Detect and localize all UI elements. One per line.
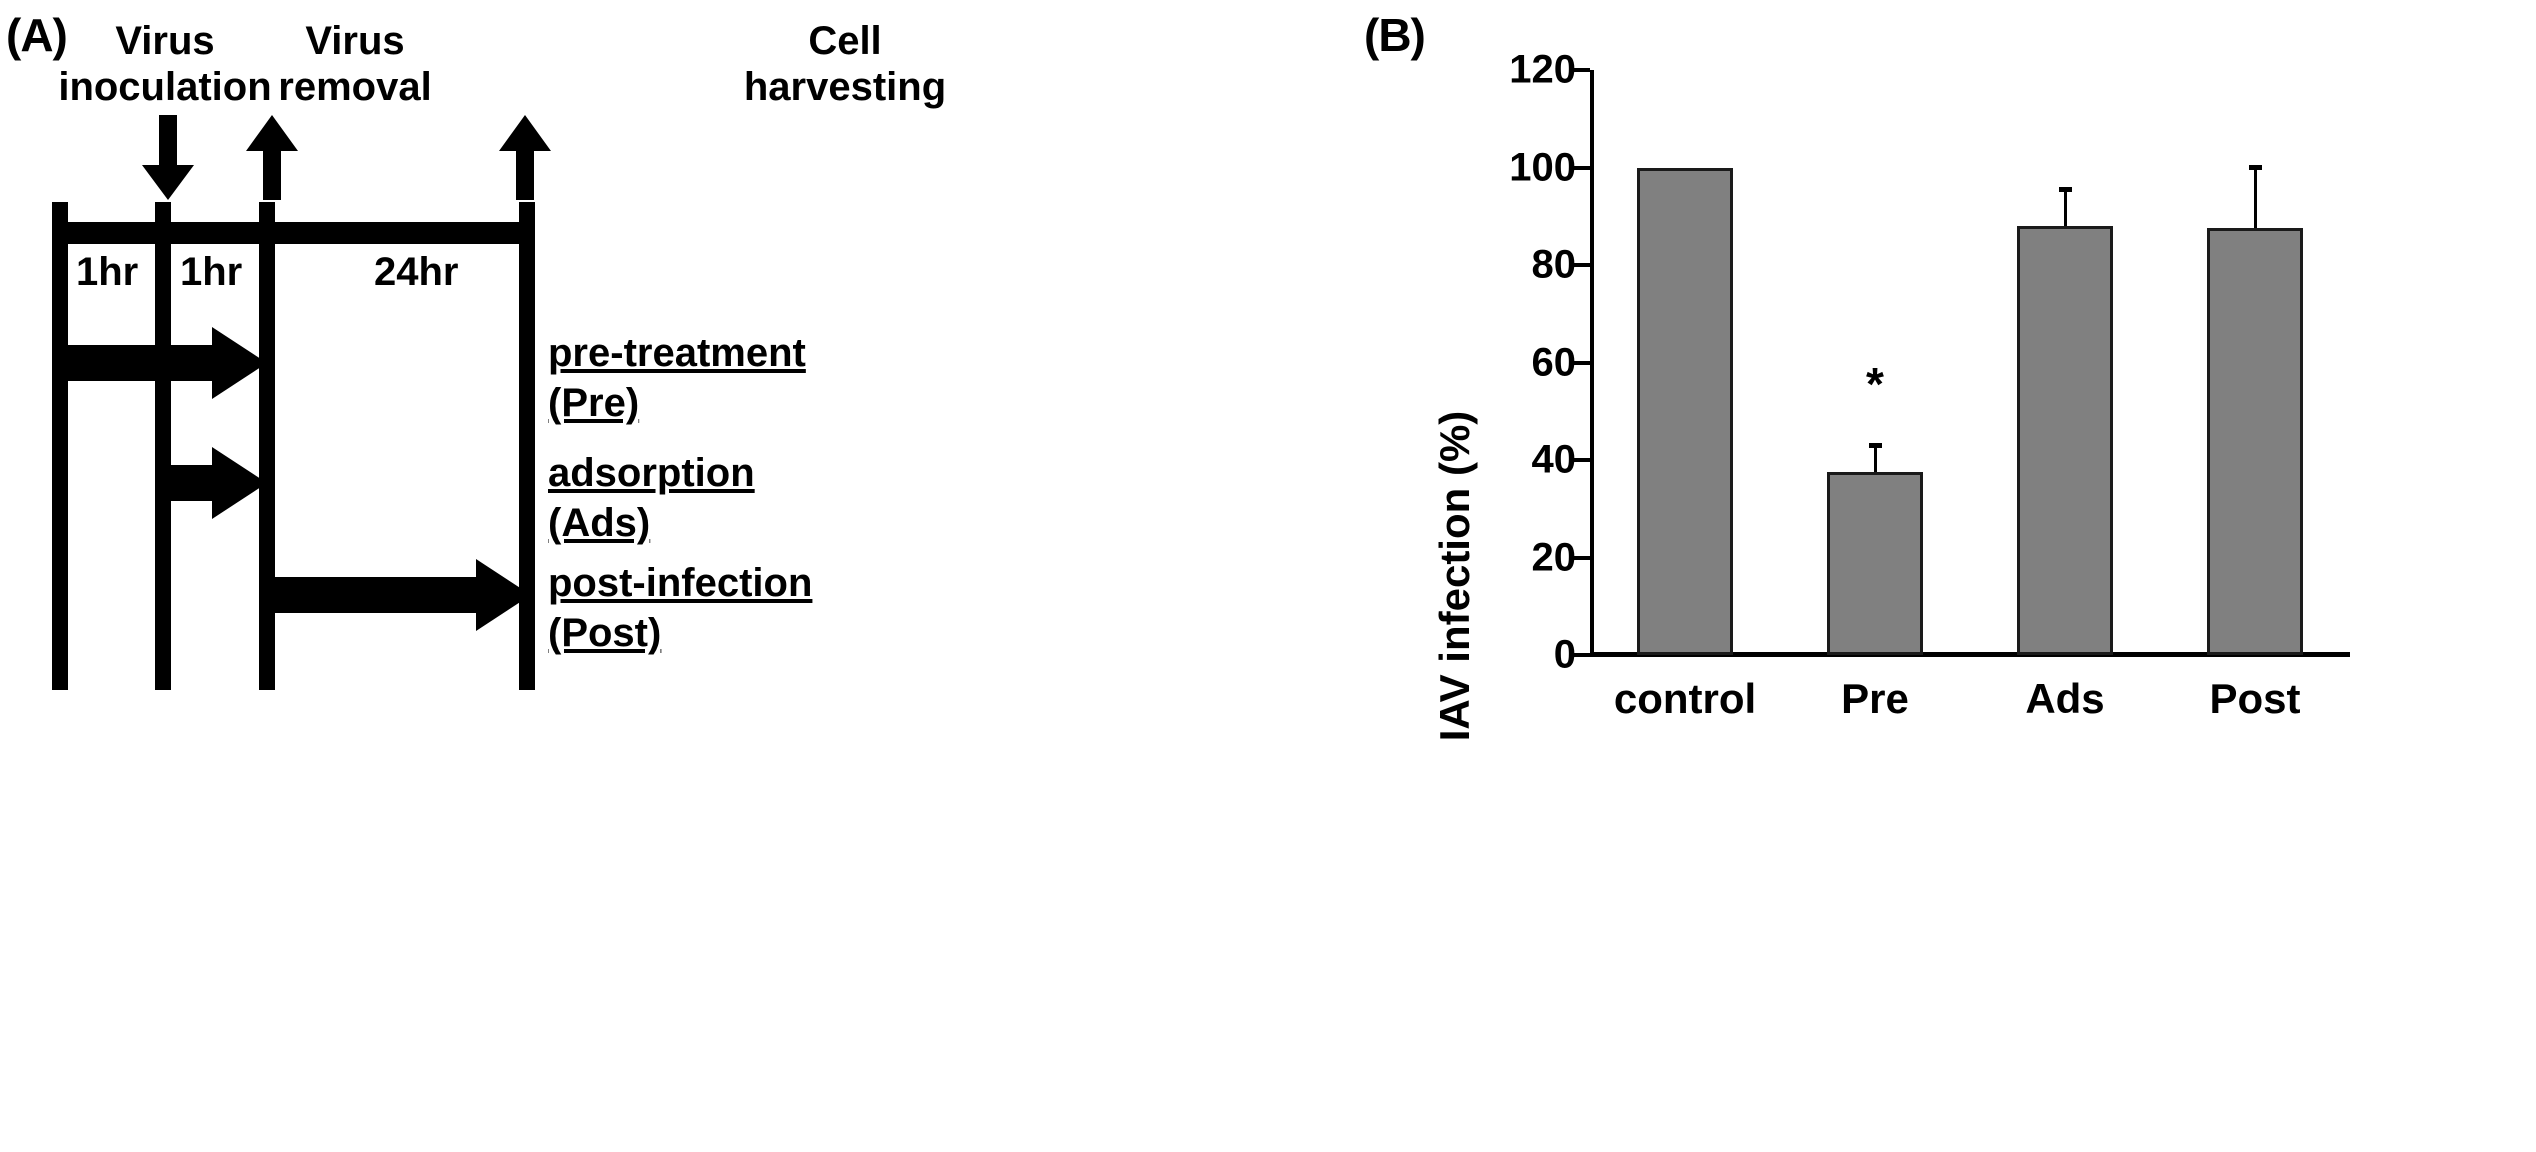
duration-label-3: 24hr — [374, 250, 459, 294]
x-axis-line — [1590, 652, 2350, 657]
treatment-arrow-pre-treatment — [52, 327, 267, 399]
treatment-label-pre-treatment: pre-treatment (Pre) — [548, 328, 806, 428]
duration-label-1: 1hr — [76, 250, 139, 294]
timeline-tick-start — [52, 202, 68, 690]
event-label-line1: Virus — [115, 19, 215, 63]
up-arrow-icon-cell-harvesting — [499, 115, 551, 200]
panel-b: (B) IAV infection (%) 0 20 40 60 80 100 120 co… — [1350, 0, 2536, 1152]
timeline-tick-inoculation — [155, 202, 171, 690]
y-axis-line — [1590, 70, 1594, 655]
bar-post — [2207, 228, 2303, 655]
y-tick-mark — [1574, 263, 1590, 267]
bar-ads — [2017, 226, 2113, 655]
event-label-line1: Cell — [808, 19, 882, 63]
down-arrow-icon-virus-inoculation — [142, 115, 194, 200]
y-tick-mark — [1574, 555, 1590, 560]
error-bar-cap-pre — [1868, 442, 1882, 448]
y-tick-mark — [1574, 653, 1590, 657]
timeline-axis — [52, 222, 535, 244]
x-tick-label-control: control — [1613, 675, 1757, 722]
panel-a-tag: (A) — [6, 9, 68, 61]
error-bar-cap-post — [2248, 164, 2262, 170]
treatment-label-adsorption: adsorption (Ads) — [548, 448, 755, 548]
y-tick-mark — [1574, 68, 1590, 72]
y-tick-mark — [1574, 458, 1590, 462]
x-tick-label-post: Post — [2209, 675, 2301, 722]
bar-chart-plot-area: 0 20 40 60 80 100 120 control Pre Ads Post * — [1509, 48, 2350, 722]
treatment-label-line2: (Post) — [548, 611, 662, 655]
y-tick-mark — [1574, 360, 1590, 365]
bar-pre — [1827, 472, 1923, 655]
y-tick-label: 40 — [1531, 437, 1577, 482]
panel-a: (A) Virus inoculation Virus removal Cell… — [6, 9, 975, 690]
duration-label-2: 1hr — [180, 250, 243, 294]
treatment-label-line2: (Pre) — [548, 381, 640, 425]
up-arrow-icon-virus-removal — [246, 115, 298, 200]
treatment-label-line1: pre-treatment — [548, 331, 806, 375]
y-tick-mark — [1574, 165, 1590, 170]
timeline-tick-harvest — [519, 202, 535, 690]
y-tick-label: 20 — [1531, 535, 1577, 579]
treatment-label-line1: adsorption — [548, 451, 755, 495]
bar-control — [1637, 167, 1733, 655]
error-bar-ads — [2063, 191, 2067, 226]
error-bar-pre — [1873, 447, 1877, 473]
treatment-label-post-infection: post-infection (Post) — [548, 558, 812, 658]
event-label-virus-inoculation: Virus inoculation — [40, 18, 290, 110]
significance-marker-pre: * — [1866, 358, 1884, 411]
timeline-tick-removal — [259, 202, 275, 690]
treatment-label-line2: (Ads) — [548, 501, 651, 545]
event-label-line1: Virus — [305, 19, 405, 63]
treatment-arrow-post-infection — [259, 559, 531, 631]
x-tick-label-pre: Pre — [1841, 675, 1909, 722]
y-tick-label: 120 — [1509, 47, 1576, 92]
error-bar-cap-ads — [2058, 186, 2072, 192]
x-tick-label-ads: Ads — [2025, 675, 2105, 722]
y-axis-label: IAV infection (%) — [1431, 410, 1478, 742]
event-label-line2: removal — [278, 65, 432, 109]
treatment-arrow-adsorption — [155, 447, 267, 519]
y-tick-label: 80 — [1531, 242, 1577, 287]
error-bar-post — [2253, 169, 2257, 229]
event-label-virus-removal: Virus removal — [245, 18, 465, 110]
event-label-line2: harvesting — [743, 65, 947, 109]
y-tick-label: 100 — [1509, 145, 1576, 189]
panel-b-tag: (B) — [1364, 9, 1426, 61]
event-label-line2: inoculation — [58, 65, 272, 109]
y-tick-label: 60 — [1531, 340, 1577, 384]
treatment-label-line1: post-infection — [548, 561, 813, 605]
event-label-cell-harvesting: Cell harvesting — [715, 18, 975, 110]
y-tick-label: 0 — [1553, 632, 1576, 677]
